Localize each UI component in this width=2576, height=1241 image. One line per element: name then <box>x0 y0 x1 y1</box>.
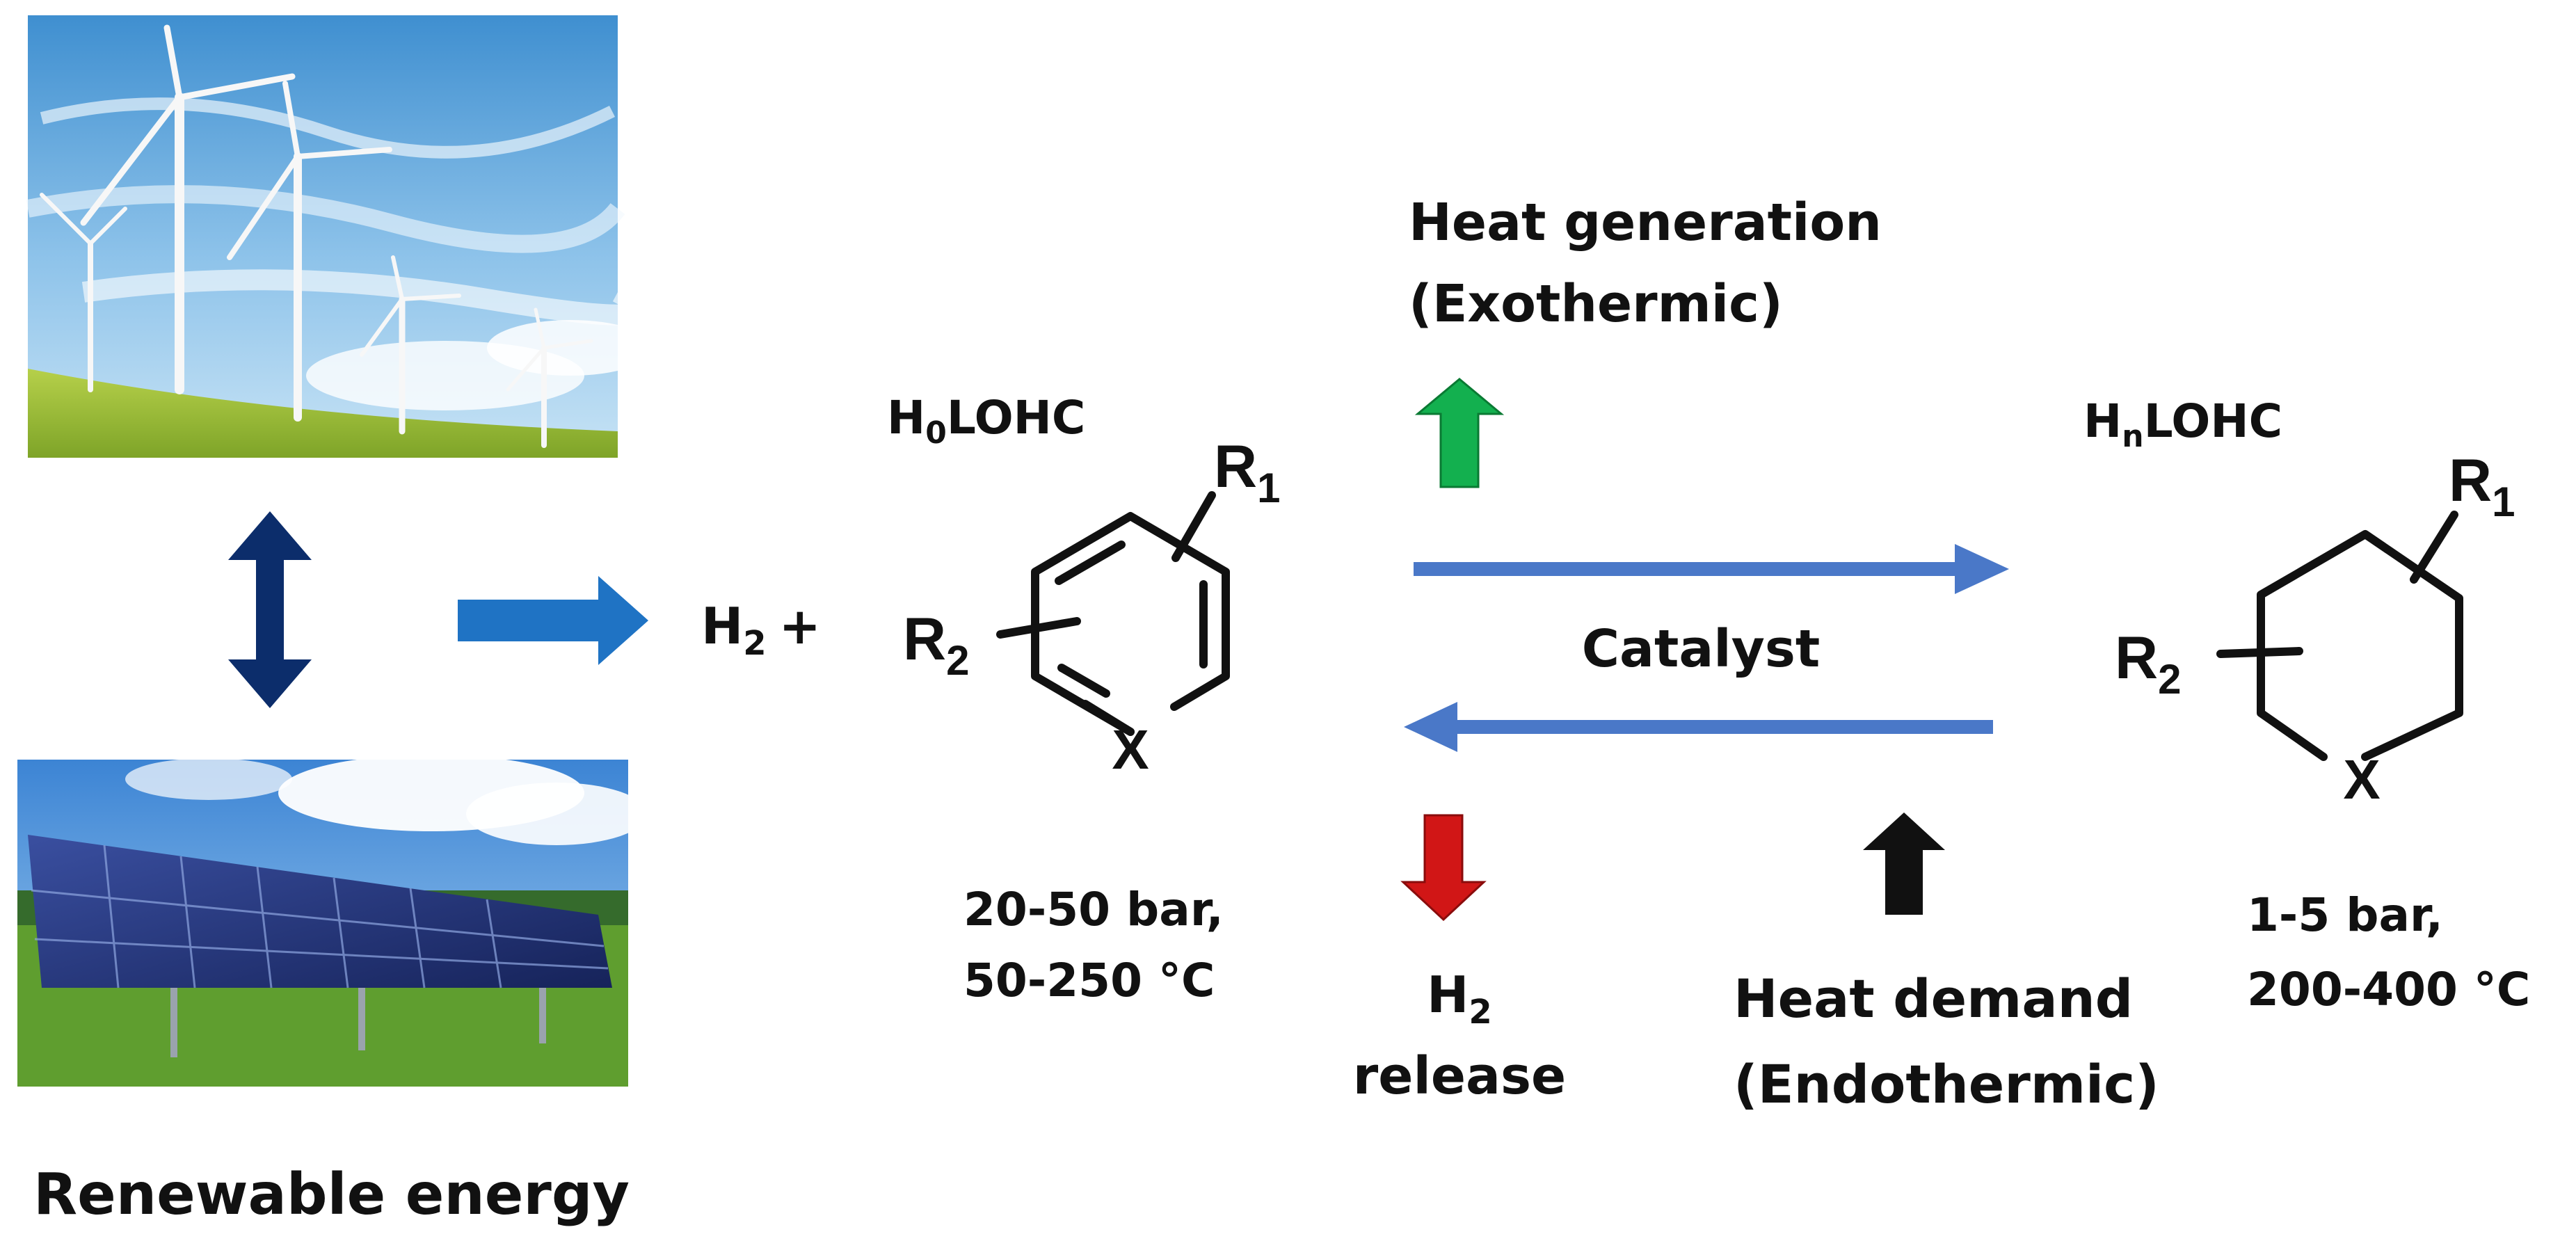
catalyst-label: Catalyst <box>1582 619 1821 679</box>
reactant-r1: R1 <box>1214 433 1280 511</box>
green-up-arrow <box>1414 378 1505 488</box>
red-down-arrow <box>1400 814 1487 922</box>
release-label: release <box>1353 1046 1566 1106</box>
product-condition-temperature: 200-400 °C <box>2247 963 2530 1016</box>
heat-demand-label: Heat demand <box>1734 968 2133 1030</box>
h0lohc-label: H0LOHC <box>887 391 1085 451</box>
reverse-reaction-arrow <box>1404 702 1993 752</box>
reactant-condition-pressure: 20-50 bar, <box>963 883 1224 936</box>
solar-panels-photo <box>17 755 647 1087</box>
hnlohc-label: HnLOHC <box>2083 394 2282 454</box>
reactant-r2: R2 <box>903 606 969 684</box>
h2-reactant-label: H2+ <box>701 597 821 663</box>
forward-reaction-arrow <box>1414 544 2009 594</box>
heat-generation-label: Heat generation <box>1409 193 1882 253</box>
wind-turbines-photo <box>26 15 654 458</box>
h2-release-label: H2 <box>1427 966 1492 1032</box>
exothermic-label: (Exothermic) <box>1409 274 1783 334</box>
reactant-heteroatom: X <box>1112 719 1149 780</box>
endothermic-label: (Endothermic) <box>1734 1053 2159 1115</box>
product-r2: R2 <box>2115 625 2181 703</box>
right-arrow-blue <box>458 576 648 665</box>
product-r1: R1 <box>2449 447 2515 525</box>
product-condition-pressure: 1-5 bar, <box>2247 888 2443 942</box>
aromatic-ring-structure <box>996 491 1230 736</box>
renewable-energy-caption: Renewable energy <box>33 1162 630 1228</box>
reactant-condition-temperature: 50-250 °C <box>963 954 1215 1007</box>
product-heteroatom: X <box>2343 748 2380 810</box>
double-arrow-vertical <box>228 511 312 708</box>
black-up-arrow <box>1863 812 1945 915</box>
saturated-ring-structure <box>2216 511 2463 761</box>
